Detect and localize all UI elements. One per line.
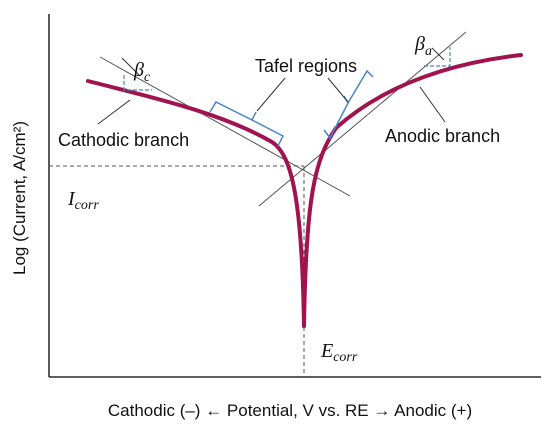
beta-c-pointer	[121, 57, 141, 77]
cathodic-tafel-line	[99, 56, 351, 197]
beta-c-slope-triangle	[123, 75, 152, 91]
beta-c-symbol: βc	[133, 59, 151, 85]
y-axis-title: Log (Current, A/cm²)	[10, 121, 29, 275]
tafel-regions-pointer-left	[256, 77, 286, 112]
beta-a-slope-triangle	[424, 47, 451, 67]
x-axis-title: Cathodic (–) ← Potential, V vs. RE → Ano…	[108, 401, 472, 420]
beta-a-pointer	[431, 47, 445, 61]
e-corr-symbol: Ecorr	[320, 340, 358, 365]
anodic-branch-pointer	[419, 86, 446, 123]
i-corr-symbol: Icorr	[67, 188, 99, 213]
cathodic-branch-pointer	[97, 99, 131, 125]
cathodic-branch-label: Cathodic branch	[58, 130, 189, 150]
cathodic-branch-curve	[86, 79, 306, 328]
cathodic-tafel-bracket	[209, 101, 285, 147]
anodic-branch-curve	[302, 53, 523, 328]
tafel-regions-pointer-right	[327, 77, 349, 103]
anodic-branch-label: Anodic branch	[385, 126, 500, 146]
beta-a-symbol: βa	[414, 33, 432, 59]
tafel-regions-label: Tafel regions	[255, 56, 357, 76]
